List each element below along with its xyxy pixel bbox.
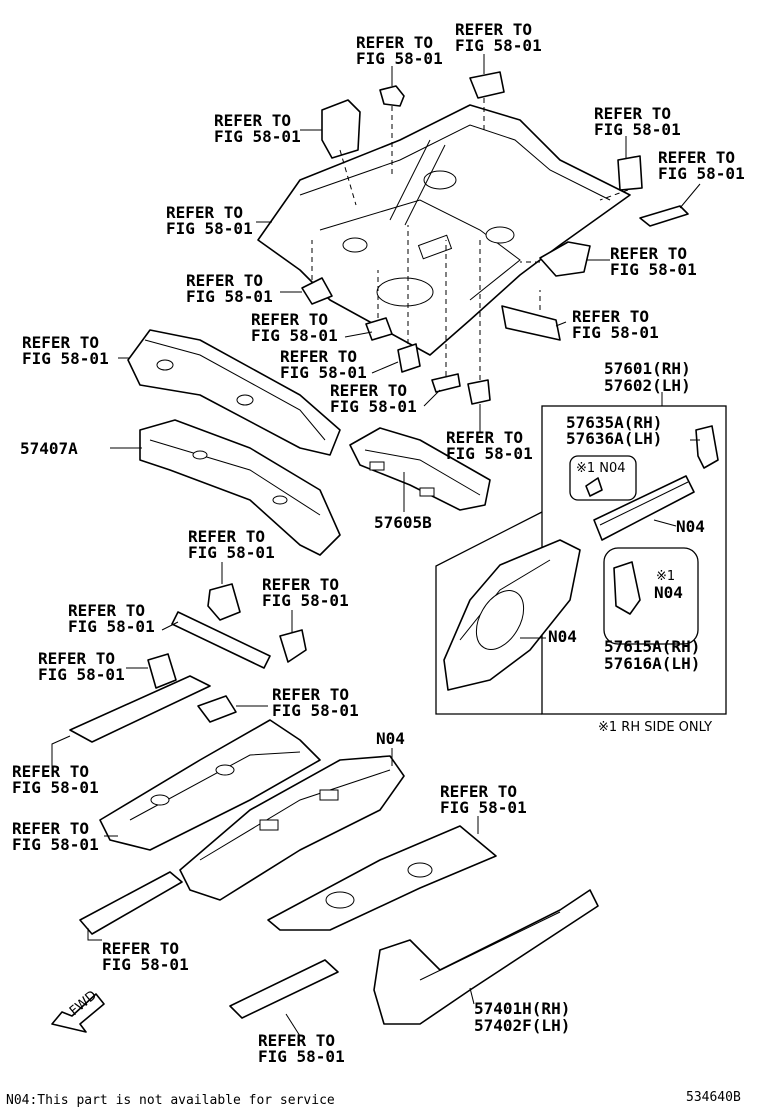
ref-label-21b: FIG 58-01 (12, 835, 99, 854)
ref-label-13b: FIG 58-01 (22, 349, 109, 368)
ref-label-24b: FIG 58-01 (258, 1047, 345, 1066)
label-57407A: 57407A (20, 439, 78, 458)
ref-label-11a: REFER TO (280, 347, 357, 366)
leader-lines (51, 54, 701, 1037)
mid-brackets (147, 583, 307, 723)
ref-label-18b: FIG 58-01 (38, 665, 125, 684)
ref-label-20a: REFER TO (12, 762, 89, 781)
ref-label-10b: FIG 58-01 (251, 326, 338, 345)
ref-label-16a: REFER TO (262, 575, 339, 594)
label-57635A: 57635A(RH) (566, 413, 662, 432)
ref-label-6b: FIG 58-01 (166, 219, 253, 238)
ref-label-17a: REFER TO (68, 601, 145, 620)
ref-label-5b: FIG 58-01 (658, 164, 745, 183)
rear-floor-brackets (301, 71, 689, 405)
label-57636A: 57636A(LH) (566, 429, 662, 448)
ref-label-22a: REFER TO (440, 782, 517, 801)
label-mark1: ※1 (656, 569, 675, 584)
label-n04-rail: N04 (676, 517, 705, 536)
ref-label-9b: FIG 58-01 (572, 323, 659, 342)
ref-label-10a: REFER TO (251, 310, 328, 329)
rail-n04 (593, 475, 695, 541)
front-floor-left (99, 719, 321, 851)
ref-label-6a: REFER TO (166, 203, 243, 222)
ref-label-9a: REFER TO (572, 307, 649, 326)
ref-label-16b: FIG 58-01 (262, 591, 349, 610)
ref-label-3a: REFER TO (214, 111, 291, 130)
rear-floor-dash-lines (311, 98, 629, 380)
ref-label-1b: FIG 58-01 (356, 49, 443, 68)
diagram-code: 534640B (686, 1090, 741, 1105)
part-57605B (349, 427, 491, 511)
part-57401H (373, 889, 599, 1025)
ref-label-13a: REFER TO (22, 333, 99, 352)
ref-label-21a: REFER TO (12, 819, 89, 838)
label-n04-part: N04 (654, 583, 683, 602)
ref-label-4b: FIG 58-01 (594, 120, 681, 139)
ref-label-19b: FIG 58-01 (272, 701, 359, 720)
ref-label-2a: REFER TO (455, 20, 532, 39)
ref-label-14b: FIG 58-01 (446, 444, 533, 463)
tunnel-n04 (179, 755, 405, 901)
label-57616A: 57616A(LH) (604, 654, 700, 673)
ref-label-4a: REFER TO (594, 104, 671, 123)
labels: REFER TO FIG 58-01 REFER TO FIG 58-01 RE… (6, 20, 745, 1108)
rear-floor-pan (257, 104, 631, 356)
part-57407A (139, 419, 341, 556)
ref-label-7b: FIG 58-01 (610, 260, 697, 279)
label-57615A: 57615A(RH) (604, 637, 700, 656)
ref-label-15a: REFER TO (188, 527, 265, 546)
label-mark-n04: ※1 N04 (576, 461, 626, 476)
label-n04-tunnel: N04 (376, 729, 405, 748)
ref-label-23a: REFER TO (102, 939, 179, 958)
label-57601: 57601(RH) (604, 359, 691, 378)
ref-label-3b: FIG 58-01 (214, 127, 301, 146)
ref-label-19a: REFER TO (272, 685, 349, 704)
ref-label-17b: FIG 58-01 (68, 617, 155, 636)
rocker-left (79, 871, 183, 935)
ref-label-5a: REFER TO (658, 148, 735, 167)
footer-note: N04:This part is not available for servi… (6, 1093, 335, 1108)
ref-label-23b: FIG 58-01 (102, 955, 189, 974)
rocker-center (229, 959, 339, 1019)
ref-label-18a: REFER TO (38, 649, 115, 668)
front-floor-right (267, 825, 497, 931)
part-57615A (603, 547, 699, 645)
fwd-arrow: FWD (51, 988, 105, 1033)
ref-label-22b: FIG 58-01 (440, 798, 527, 817)
label-57602: 57602(LH) (604, 376, 691, 395)
part-57635A (695, 425, 719, 469)
crossmember-upper (127, 329, 341, 456)
ref-label-20b: FIG 58-01 (12, 778, 99, 797)
label-n04-wheelhouse: N04 (548, 627, 577, 646)
ref-label-15b: FIG 58-01 (188, 543, 275, 562)
ref-label-14a: REFER TO (446, 428, 523, 447)
label-57402F: 57402F(LH) (474, 1016, 570, 1035)
ref-label-8b: FIG 58-01 (186, 287, 273, 306)
ref-label-24a: REFER TO (258, 1031, 335, 1050)
label-57401H: 57401H(RH) (474, 999, 570, 1018)
wheelhouse-n04 (443, 539, 581, 691)
side-rail-left (69, 675, 211, 743)
ref-label-2b: FIG 58-01 (455, 36, 542, 55)
ref-label-11b: FIG 58-01 (280, 363, 367, 382)
ref-label-12a: REFER TO (330, 381, 407, 400)
label-rh-note: ※1 RH SIDE ONLY (598, 720, 712, 735)
ref-label-8a: REFER TO (186, 271, 263, 290)
label-57605B: 57605B (374, 513, 432, 532)
part-n04-mark-small (569, 455, 637, 501)
ref-label-1a: REFER TO (356, 33, 433, 52)
ref-label-12b: FIG 58-01 (330, 397, 417, 416)
ref-label-7a: REFER TO (610, 244, 687, 263)
